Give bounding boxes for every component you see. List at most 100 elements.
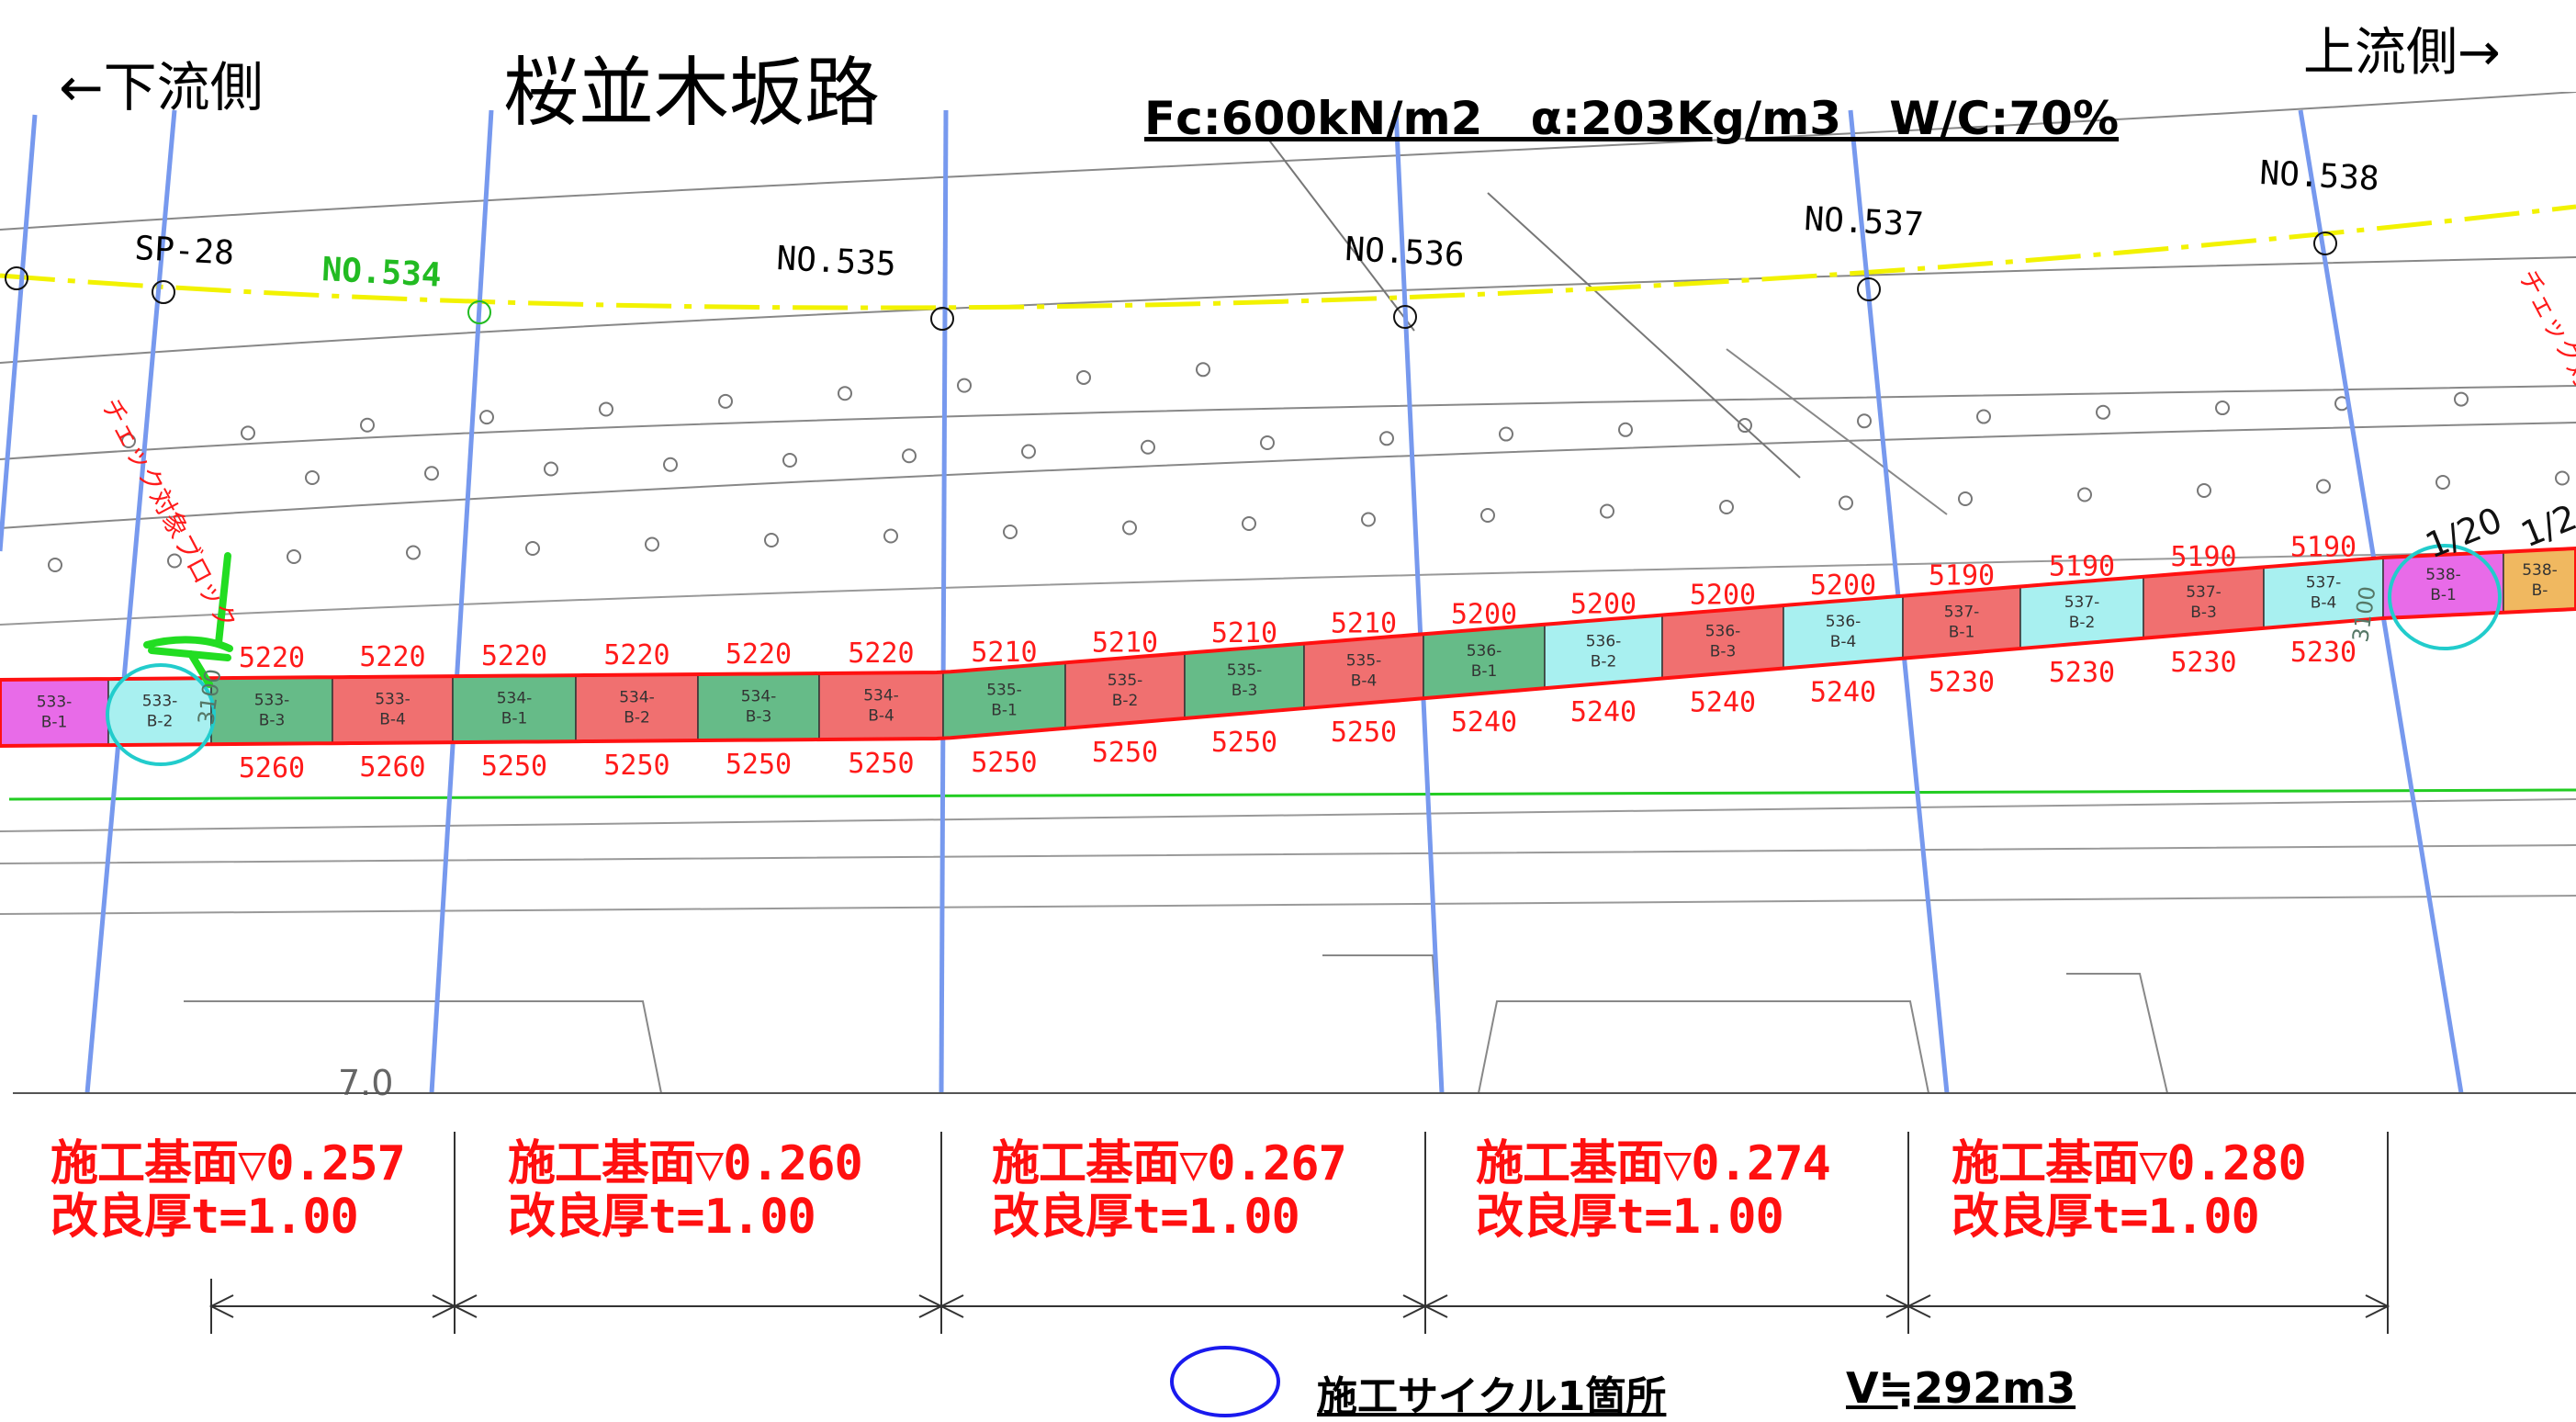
block-label: 537- xyxy=(2306,573,2342,592)
background-line xyxy=(0,256,2576,364)
block-label: 533- xyxy=(37,694,73,712)
marker-dot xyxy=(1480,508,1495,524)
block-label: B-3 xyxy=(259,712,286,730)
background-line xyxy=(0,798,2576,832)
marker-dot xyxy=(1958,491,1973,507)
background-line xyxy=(1478,1000,1929,1093)
block-label: 535- xyxy=(1108,672,1143,690)
marker-dot xyxy=(957,378,972,393)
background-line xyxy=(0,895,2576,915)
marker-dot xyxy=(2435,475,2450,491)
block-label: 537- xyxy=(2064,593,2100,612)
block-label: 534- xyxy=(619,689,655,707)
block-label: B-4 xyxy=(1830,633,1857,651)
marker-dot xyxy=(2454,391,2469,407)
block-label: B-4 xyxy=(2311,593,2337,612)
dimension-arrow xyxy=(452,1294,478,1318)
marker-dot xyxy=(406,545,421,560)
marker-dot xyxy=(1076,369,1091,385)
upstream-label: 上流側→ xyxy=(2303,23,2501,83)
section-3-base: 施工基面▽0.267 xyxy=(992,1136,1347,1191)
marker-dot xyxy=(1857,413,1872,429)
section-3-text: 施工基面▽0.267 改良厚t=1.00 xyxy=(992,1136,1347,1244)
station-marker xyxy=(1857,277,1881,301)
block-label: B-1 xyxy=(1949,623,1975,641)
marker-dot xyxy=(121,434,136,448)
station-marker xyxy=(2313,231,2337,255)
dimension-arrow xyxy=(939,1294,964,1318)
station-marker xyxy=(5,266,28,290)
block-label: B-4 xyxy=(379,711,406,729)
marker-dot xyxy=(360,417,375,433)
block-label: B-2 xyxy=(147,713,174,731)
block-bottom-value: 5250 xyxy=(1092,737,1158,769)
section-1-base: 施工基面▽0.257 xyxy=(51,1136,406,1191)
block-label: B-2 xyxy=(1591,652,1617,671)
check-circle xyxy=(106,663,216,766)
marker-dot xyxy=(305,470,320,485)
block-bottom-value: 5250 xyxy=(481,750,547,783)
check-circle xyxy=(2388,544,2502,650)
block-label: B-3 xyxy=(1710,643,1737,661)
block-label: B- xyxy=(2532,581,2548,600)
section-1-thickness: 改良厚t=1.00 xyxy=(51,1190,359,1245)
section-4-text: 施工基面▽0.274 改良厚t=1.00 xyxy=(1476,1136,1831,1244)
marker-dot xyxy=(663,457,678,472)
block-bottom-value: 5250 xyxy=(726,749,792,781)
block-top-value: 5220 xyxy=(726,638,792,671)
marker-dot xyxy=(2555,470,2570,486)
marker-dot xyxy=(599,401,613,417)
marker-dot xyxy=(2096,404,2110,420)
block-label: 535- xyxy=(1227,661,1263,680)
block-top-value: 5190 xyxy=(2049,550,2115,582)
dimension-arrow xyxy=(1423,1294,1448,1318)
marker-dot xyxy=(1122,520,1137,536)
block-top-value: 5190 xyxy=(1929,560,1995,592)
background-line xyxy=(2066,973,2168,1093)
block-top-value: 5220 xyxy=(848,638,914,670)
block-label: 535- xyxy=(1346,652,1382,671)
block-label: B-1 xyxy=(41,714,68,732)
block-bottom-value: 5260 xyxy=(359,751,425,784)
background-line xyxy=(0,422,2576,529)
marker-dot xyxy=(2316,479,2331,494)
block-bottom-value: 5250 xyxy=(603,750,669,782)
block-label: B-4 xyxy=(868,706,894,725)
block-cell xyxy=(452,674,577,743)
green-marker xyxy=(143,552,233,688)
block-bottom-value: 5240 xyxy=(1451,706,1517,739)
station-line xyxy=(939,109,949,1094)
legend-cycle-symbol xyxy=(1170,1346,1280,1417)
block-bottom-value: 5230 xyxy=(2290,637,2357,669)
station-marker xyxy=(467,300,491,324)
block-label: 538- xyxy=(2522,561,2558,580)
station-line xyxy=(0,114,38,552)
block-cell xyxy=(575,673,699,742)
downstream-label: ←下流側 xyxy=(59,56,264,118)
block-label: 537- xyxy=(2186,583,2222,602)
block-label: B-2 xyxy=(2069,614,2096,632)
block-label: B-3 xyxy=(2190,604,2217,622)
block-top-value: 5210 xyxy=(1331,608,1397,640)
section-4-base: 施工基面▽0.274 xyxy=(1476,1136,1831,1191)
marker-dots xyxy=(48,362,2570,572)
station-marker xyxy=(930,307,954,331)
block-bottom-value: 5250 xyxy=(1211,727,1277,759)
block-top-value: 5200 xyxy=(1451,598,1517,630)
marker-dot xyxy=(1618,422,1633,437)
marker-dot xyxy=(1260,435,1275,451)
green-guide-line xyxy=(8,788,2576,801)
marker-dot xyxy=(1738,418,1752,434)
marker-dot xyxy=(241,425,255,441)
marker-dot xyxy=(424,466,439,481)
background-line xyxy=(0,844,2576,864)
block-label: 534- xyxy=(741,688,777,706)
slope-label: 1/2 xyxy=(2515,497,2576,556)
station-marker xyxy=(1393,305,1417,329)
marker-dot xyxy=(167,553,182,569)
marker-dot xyxy=(1242,516,1256,532)
marker-dot xyxy=(883,528,898,544)
block-top-value: 5190 xyxy=(2170,541,2236,573)
section-2-text: 施工基面▽0.260 改良厚t=1.00 xyxy=(508,1137,863,1244)
check-block-note: チェック対象ブロック xyxy=(2513,265,2576,506)
